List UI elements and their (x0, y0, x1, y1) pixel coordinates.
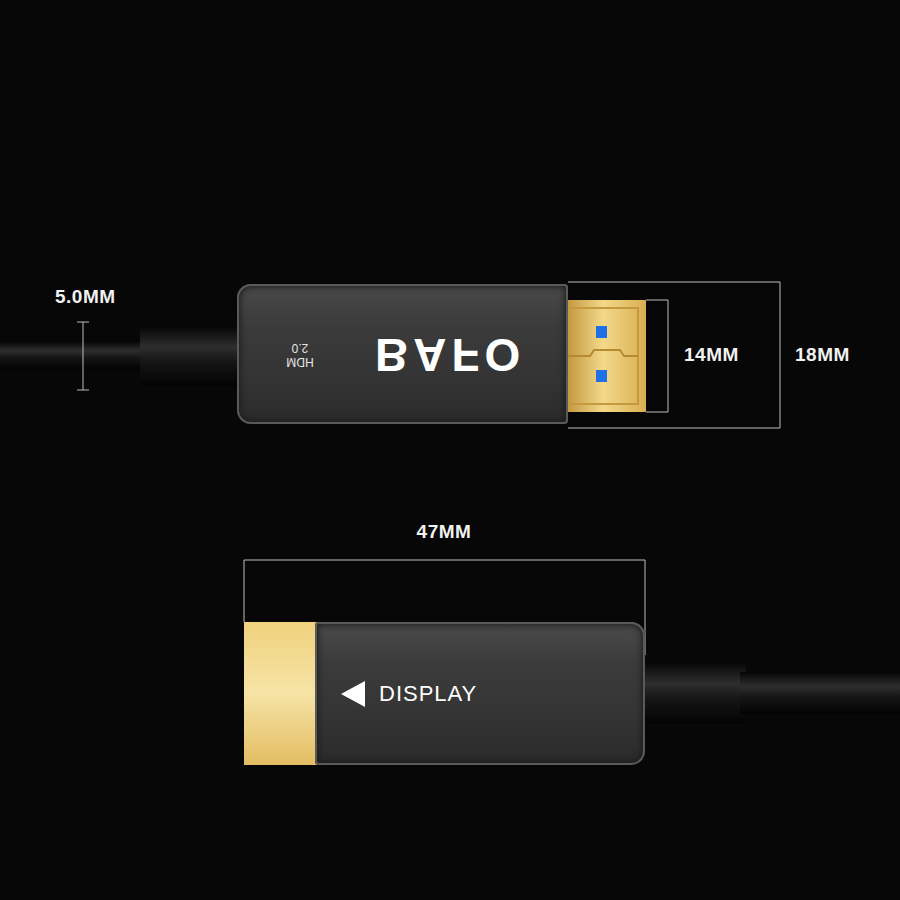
display-text: DISPLAY (379, 681, 477, 706)
brand-logo: BAFO (375, 328, 525, 381)
hdmi-plug-bottom (244, 622, 322, 765)
top-cable (0, 326, 245, 386)
dimension-label: 5.0MM (55, 286, 116, 308)
dimension-label: 18MM (795, 344, 850, 366)
model-text: HDM 2.0 (285, 340, 315, 368)
connector-housing: HDM 2.0 BAFO (237, 284, 568, 424)
dimension-label: 47MM (417, 521, 472, 543)
bottom-cable (638, 662, 900, 724)
dimension-label: 14MM (684, 344, 739, 366)
hdmi-plug-top (560, 300, 646, 412)
arrow-triangle (341, 680, 367, 708)
dimension-lines (77, 282, 780, 655)
connector-housing: DISPLAY (315, 622, 645, 765)
